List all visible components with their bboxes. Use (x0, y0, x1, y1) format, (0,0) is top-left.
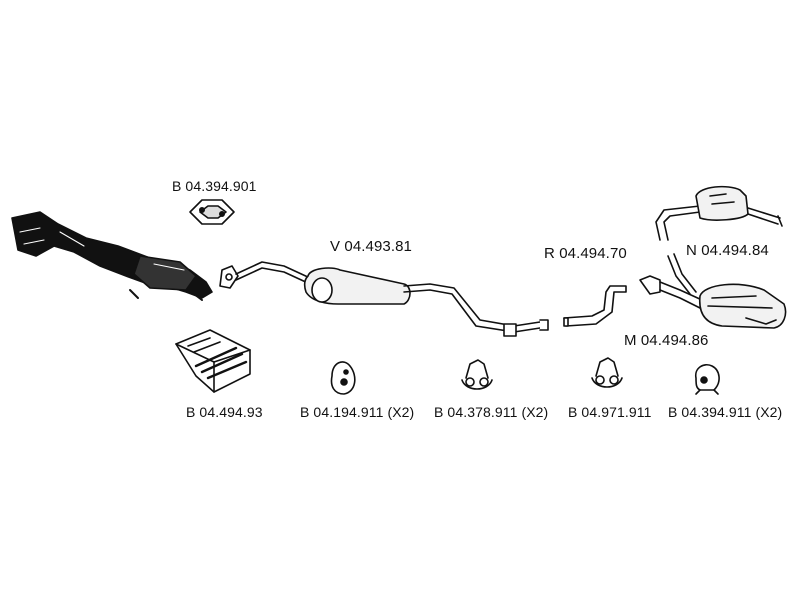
catalytic-front-pipe-icon (11, 211, 213, 301)
rubber-d-code: B 04.394.911 (X2) (668, 404, 783, 420)
rubber-a-code: B 04.194.911 (X2) (300, 404, 415, 420)
rubber-mount-icon (330, 361, 356, 395)
gasket-top-code: B 04.394.901 (172, 178, 257, 194)
rubber-hanger-icon (461, 359, 493, 390)
rubber-b-code: B 04.378.911 (X2) (434, 404, 549, 420)
mounting-kit-box-icon (175, 329, 251, 393)
mounting-kit-code: B 04.494.93 (186, 404, 263, 420)
rear-silencer-icon (639, 253, 787, 329)
rubber-hanger-icon (591, 357, 623, 388)
connecting-pipe-icon (563, 285, 627, 327)
middle-silencer-pipe-icon (219, 261, 549, 337)
rear-silencer-icon (655, 185, 783, 241)
rear-silencer-m-code: M 04.494.86 (624, 332, 709, 349)
rubber-hanger-icon (694, 363, 720, 395)
flange-gasket-icon (189, 199, 235, 225)
middle-silencer-code: V 04.493.81 (330, 238, 413, 255)
connecting-pipe-code: R 04.494.70 (544, 245, 627, 262)
rubber-c-code: B 04.971.911 (568, 404, 652, 420)
rear-silencer-n-code: N 04.494.84 (686, 242, 769, 259)
